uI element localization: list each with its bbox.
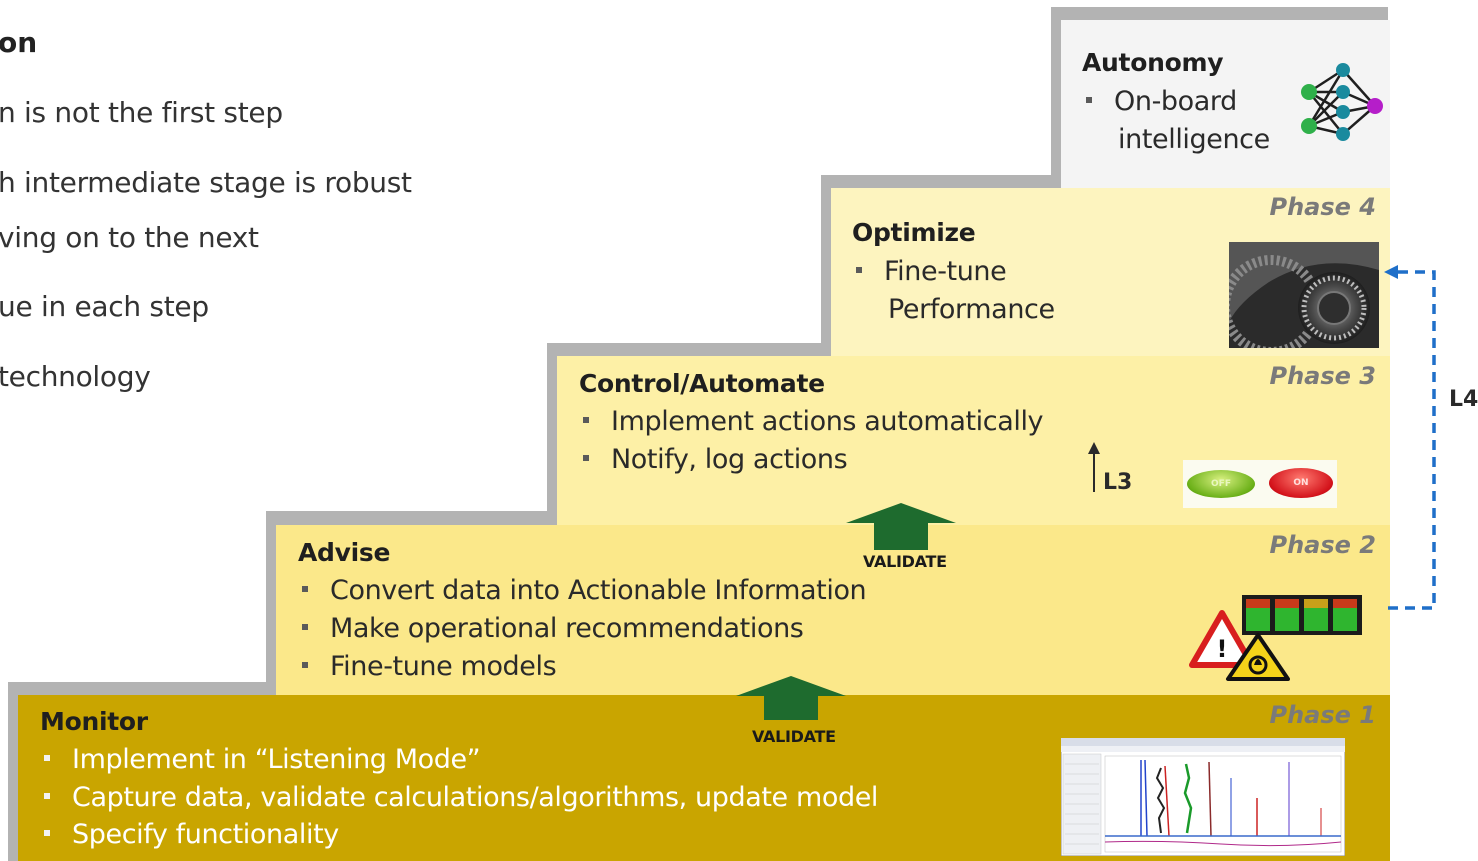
bullet-icon xyxy=(302,585,308,592)
optimize-item-2: Performance xyxy=(888,294,1055,325)
phase-label: Phase 4 xyxy=(1269,193,1377,221)
validate-arrow-2-icon xyxy=(846,503,956,550)
monitor-title: Monitor xyxy=(40,707,148,736)
left-bullet-5: technology xyxy=(0,360,151,393)
left-bullet-2: h intermediate stage is robust xyxy=(0,166,412,199)
control-item-1: Implement actions automatically xyxy=(583,406,1044,437)
monitor-item-2: Capture data, validate calculations/algo… xyxy=(44,782,878,813)
validate-label-2: VALIDATE xyxy=(863,552,947,571)
level-meter-icon xyxy=(1242,595,1362,635)
bullet-icon xyxy=(583,416,589,423)
optimize-title: Optimize xyxy=(852,218,976,247)
svg-text:!: ! xyxy=(1217,635,1228,663)
control-title: Control/Automate xyxy=(579,369,825,398)
validate-label-1: VALIDATE xyxy=(752,727,836,746)
tuning-dial-icon xyxy=(1229,242,1379,348)
l3-arrow-icon xyxy=(1088,442,1100,492)
monitor-step: Phase 1 Monitor Implement in “Listening … xyxy=(18,695,1390,861)
left-bullet-4: ue in each step xyxy=(0,290,209,323)
optimize-item-1: Fine-tune xyxy=(856,256,1007,287)
left-bullet-1: n is not the first step xyxy=(0,96,283,129)
bullet-icon xyxy=(856,266,862,273)
monitor-item-1: Implement in “Listening Mode” xyxy=(44,744,481,775)
advise-title: Advise xyxy=(298,538,391,567)
bullet-icon xyxy=(1086,96,1092,103)
autonomy-title: Autonomy xyxy=(1082,48,1224,77)
left-heading: on xyxy=(0,26,38,59)
autonomy-step: Autonomy On-board intelligence xyxy=(1061,20,1390,188)
bullet-icon xyxy=(302,623,308,630)
bullet-icon xyxy=(44,792,50,799)
left-bullet-3: ving on to the next xyxy=(0,221,259,254)
advise-step: Phase 2 Advise Convert data into Actiona… xyxy=(276,525,1390,695)
trend-chart-screenshot-icon xyxy=(1061,738,1345,856)
advise-item-2: Make operational recommendations xyxy=(302,613,804,644)
monitor-item-3: Specify functionality xyxy=(44,819,339,850)
validate-arrow-1-icon xyxy=(736,676,846,720)
l3-label: L3 xyxy=(1103,470,1133,495)
bullet-icon xyxy=(302,661,308,668)
phase-label: Phase 1 xyxy=(1269,701,1377,729)
advise-item-3: Fine-tune models xyxy=(302,651,557,682)
autonomy-item-1: On-board xyxy=(1086,86,1237,117)
control-item-2: Notify, log actions xyxy=(583,444,848,475)
neural-network-icon xyxy=(1301,63,1383,141)
autonomy-item-2: intelligence xyxy=(1118,124,1270,155)
phase-label: Phase 3 xyxy=(1269,362,1377,390)
advise-item-1: Convert data into Actionable Information xyxy=(302,575,867,606)
optimize-step: Phase 4 Optimize Fine-tune Performance xyxy=(831,188,1390,356)
bullet-icon xyxy=(44,754,50,761)
phase-label: Phase 2 xyxy=(1269,531,1377,559)
bullet-icon xyxy=(44,829,50,836)
l4-label: L4 xyxy=(1449,387,1478,412)
off-button: OFF xyxy=(1187,470,1255,498)
l4-dashed-arrow-icon xyxy=(1384,265,1436,610)
bullet-icon xyxy=(583,454,589,461)
on-button: ON xyxy=(1269,468,1333,498)
off-on-buttons-icon: OFF ON xyxy=(1183,460,1337,508)
control-step: Phase 3 Control/Automate Implement actio… xyxy=(557,356,1390,525)
warning-signs-icon: ! xyxy=(1189,595,1362,681)
